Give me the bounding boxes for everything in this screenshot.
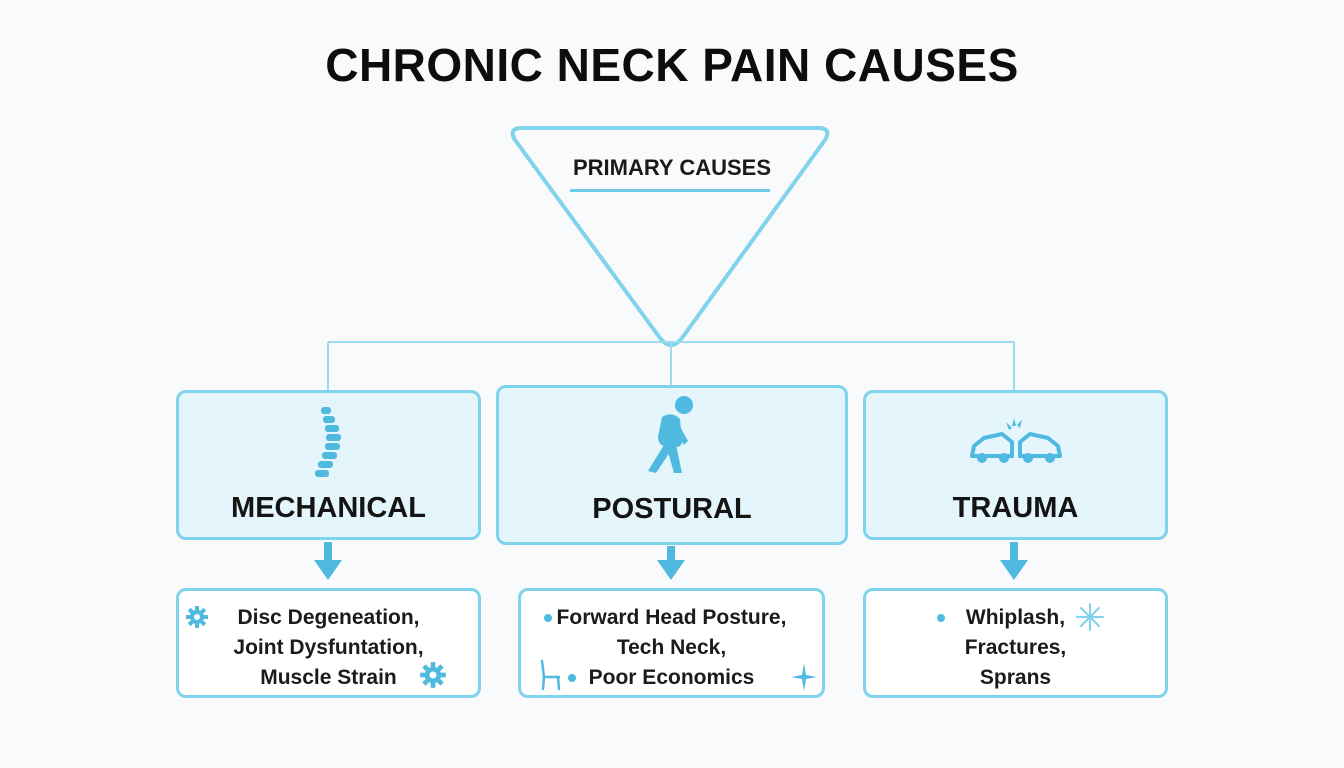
chair-icon bbox=[540, 659, 561, 691]
gear-icon bbox=[420, 662, 446, 688]
detail-item: Poor Economics bbox=[588, 666, 755, 689]
sparkle-icon bbox=[791, 663, 817, 691]
detail-item: Whiplash, bbox=[965, 606, 1066, 629]
arrow-postural bbox=[657, 546, 685, 580]
detail-item: Tech Neck, bbox=[616, 636, 727, 659]
category-label-trauma: TRAUMA bbox=[952, 492, 1079, 524]
detail-item: Fractures, bbox=[964, 636, 1067, 659]
gear-icon bbox=[186, 606, 208, 628]
detail-item: Sprans bbox=[979, 666, 1052, 689]
primary-causes-triangle bbox=[510, 126, 830, 347]
burst-icon bbox=[1076, 603, 1104, 631]
spine-icon bbox=[179, 405, 478, 479]
diagram-title: CHRONIC NECK PAIN CAUSES bbox=[325, 39, 1019, 91]
category-label-mechanical: MECHANICAL bbox=[231, 492, 426, 524]
detail-list-trauma: Whiplash, Fractures, Sprans bbox=[866, 603, 1165, 693]
detail-item: Forward Head Posture, bbox=[556, 606, 787, 629]
arrow-trauma bbox=[1000, 542, 1028, 580]
bullet-dot bbox=[544, 614, 552, 622]
detail-list-postural: Forward Head Posture, Tech Neck, Poor Ec… bbox=[521, 603, 822, 693]
detail-item: Joint Dysfuntation, bbox=[233, 636, 424, 659]
category-box-mechanical: MECHANICAL bbox=[176, 390, 481, 540]
car-collision-icon bbox=[866, 413, 1165, 473]
primary-causes-underline bbox=[570, 189, 770, 192]
detail-item: Disc Degeneation, bbox=[237, 606, 420, 629]
arrow-mechanical bbox=[314, 542, 342, 580]
category-box-trauma: TRAUMA bbox=[863, 390, 1168, 540]
detail-list-mechanical: Disc Degeneation, Joint Dysfuntation, Mu… bbox=[179, 603, 478, 693]
bullet-dot bbox=[568, 674, 576, 682]
detail-item: Muscle Strain bbox=[260, 666, 397, 689]
hunched-person-icon bbox=[499, 396, 845, 473]
bullet-dot bbox=[937, 614, 945, 622]
category-box-postural: POSTURAL bbox=[496, 385, 848, 545]
primary-causes-label: PRIMARY CAUSES bbox=[572, 155, 772, 180]
category-label-postural: POSTURAL bbox=[592, 493, 752, 525]
detail-box-mechanical: Disc Degeneation, Joint Dysfuntation, Mu… bbox=[176, 588, 481, 698]
detail-box-trauma: Whiplash, Fractures, Sprans bbox=[863, 588, 1168, 698]
detail-box-postural: Forward Head Posture, Tech Neck, Poor Ec… bbox=[518, 588, 825, 698]
